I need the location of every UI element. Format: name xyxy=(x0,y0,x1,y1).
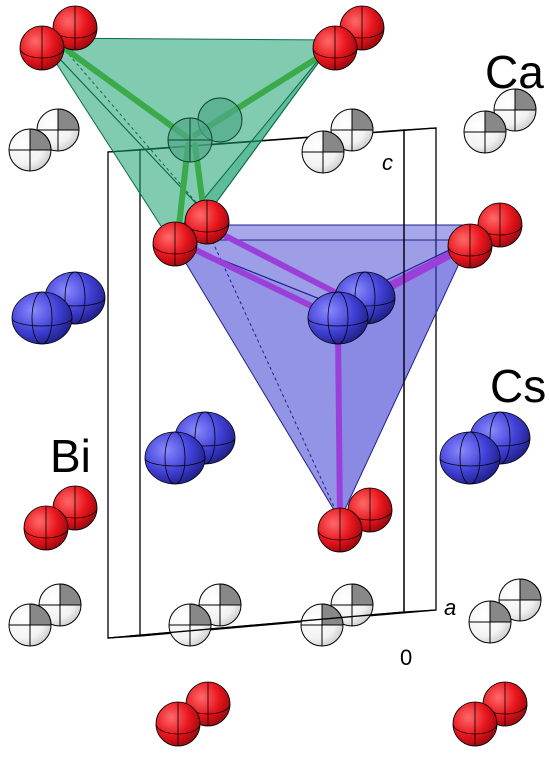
calcium-atom xyxy=(300,603,344,647)
calcium-atoms xyxy=(8,88,542,647)
calcium-atom xyxy=(463,110,507,154)
cesium-atom xyxy=(439,431,501,485)
oxygen-atoms xyxy=(19,5,528,747)
cesium-atom xyxy=(144,431,206,485)
oxygen-atom xyxy=(52,5,98,51)
oxygen-atom xyxy=(23,505,69,551)
calcium-atom xyxy=(468,600,512,644)
calcium-atom xyxy=(198,583,242,627)
oxygen-atom xyxy=(447,223,493,269)
cesium-atoms xyxy=(11,271,531,485)
oxygen-atom xyxy=(152,221,198,267)
calcium-atom xyxy=(301,130,345,174)
calcium-atom xyxy=(8,603,52,647)
oxygen-atom xyxy=(19,25,65,71)
label-bi: Bi xyxy=(50,430,91,482)
oxygen-atom xyxy=(155,701,201,747)
calcium-atom xyxy=(498,578,542,622)
cesium-atom xyxy=(307,291,369,345)
axis-label-a: a xyxy=(444,595,456,620)
origin-label: 0 xyxy=(400,645,412,670)
oxygen-atom xyxy=(312,25,358,71)
unit-cell-front-edges xyxy=(107,130,405,639)
label-ca: Ca xyxy=(485,46,544,98)
calcium-atom xyxy=(493,88,537,132)
oxygen-atom xyxy=(452,701,498,747)
calcium-atom-central xyxy=(167,97,243,163)
label-cs: Cs xyxy=(490,360,546,412)
oxygen-atom xyxy=(317,507,363,553)
calcium-atom xyxy=(8,128,52,172)
axis-label-c: c xyxy=(382,150,393,175)
calcium-atom xyxy=(38,583,82,627)
calcium-atom xyxy=(330,108,374,152)
cesium-atom xyxy=(11,291,73,345)
calcium-atom xyxy=(168,603,212,647)
